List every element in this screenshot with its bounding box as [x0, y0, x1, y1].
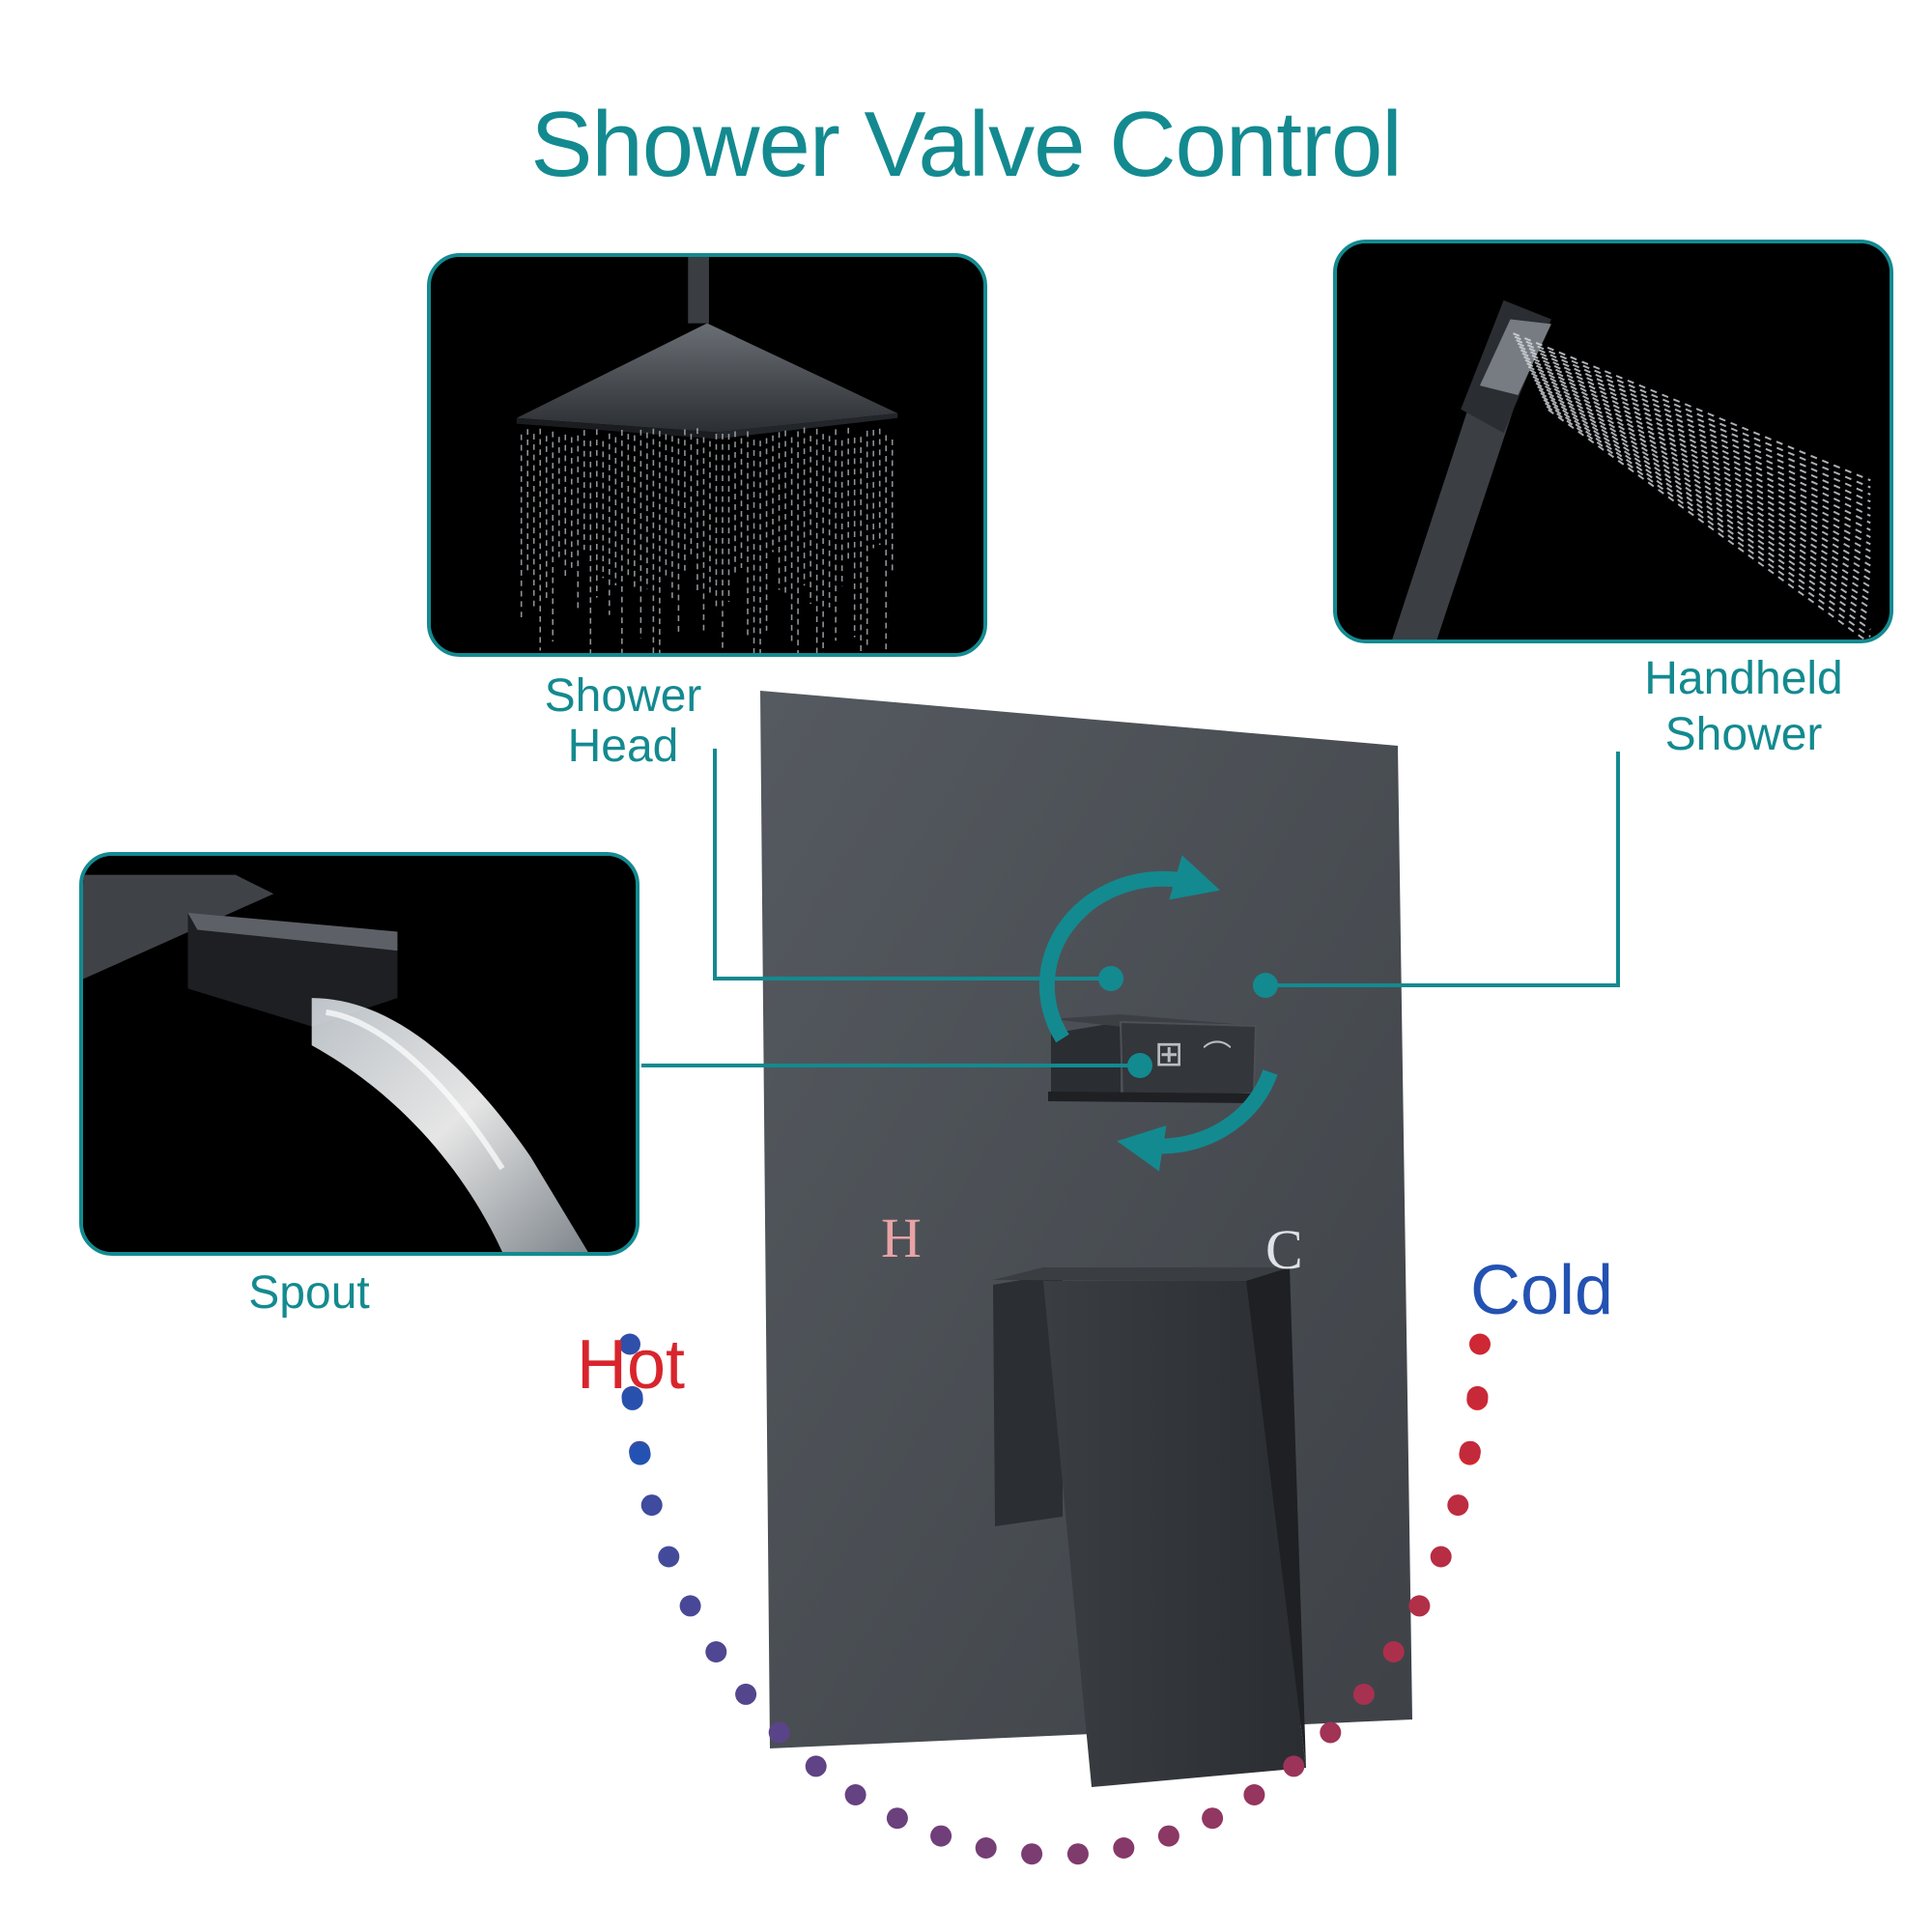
rotate-clockwise-arrow [1038, 855, 1221, 1043]
spray-drop [1534, 379, 1871, 582]
spray-drop [1546, 405, 1871, 638]
temperature-dot [621, 1388, 643, 1410]
temperature-dot [679, 1595, 701, 1617]
spray-drop [1523, 355, 1871, 531]
temperature-dot [768, 1721, 790, 1744]
temperature-dot [1157, 1825, 1179, 1847]
shower-head-port-dot [1098, 966, 1123, 991]
temperature-dot [1469, 1333, 1491, 1355]
rotate-counterclockwise-arrow [1117, 1069, 1278, 1172]
temperature-dot [705, 1641, 727, 1662]
spout-photo [79, 852, 639, 1256]
waterfall-spout-icon [83, 856, 636, 1252]
handheld-shower-label-line2: Shower [1664, 709, 1823, 760]
spray-drop [1541, 395, 1871, 616]
spray-drop [1537, 385, 1871, 595]
handheld-shower-icon [1337, 243, 1889, 639]
temperature-dot [1408, 1595, 1431, 1617]
connector-handheld-shower [1265, 752, 1620, 987]
temperature-dot [1066, 1843, 1089, 1865]
temperature-dot [619, 1333, 640, 1355]
temperature-dot [1283, 1755, 1305, 1777]
temperature-dot [1113, 1837, 1135, 1859]
cold-label: Cold [1470, 1252, 1614, 1329]
spray-drop [1514, 335, 1871, 489]
temperature-dot [1320, 1721, 1342, 1744]
temperature-dot [1430, 1546, 1452, 1568]
temperature-dot [805, 1755, 827, 1777]
mixer-lever-handle [993, 1267, 1306, 1787]
rain-shower-head-icon [431, 257, 983, 653]
spray-drop [1513, 332, 1871, 482]
spray-drop [1524, 358, 1871, 538]
shower-head-knob-icon: ⊞ [1154, 1035, 1183, 1074]
temperature-dot [1243, 1784, 1265, 1805]
temperature-dot [930, 1825, 952, 1847]
connector-shower-head [713, 749, 1111, 980]
spray-drop [1529, 369, 1871, 559]
hot-mark: H [881, 1207, 922, 1269]
spray-drop [1535, 382, 1871, 588]
temperature-dot [844, 1784, 867, 1805]
handheld-knob-icon: ⌒ [1203, 1039, 1232, 1073]
shower-head-label: Shower Head [502, 671, 744, 772]
temperature-dot [1202, 1807, 1224, 1830]
handheld-port-dot [1253, 973, 1278, 998]
temperature-arc [619, 1333, 1491, 1865]
hot-label: Hot [577, 1326, 686, 1404]
temperature-dot [658, 1546, 680, 1568]
temperature-dot [1021, 1843, 1043, 1865]
page-title: Shower Valve Control [530, 93, 1402, 196]
temperature-dot [640, 1494, 663, 1517]
spray-drop [1538, 388, 1871, 603]
temperature-dot [629, 1443, 651, 1465]
spout-label: Spout [248, 1267, 370, 1319]
handheld-shower-photo [1333, 240, 1893, 643]
shower-head-photo [427, 253, 987, 657]
spray-drop [1540, 392, 1871, 610]
spray-drop [1530, 372, 1871, 567]
rain-drops [520, 427, 894, 653]
spray-drops [1513, 332, 1871, 639]
temperature-dot [975, 1837, 997, 1859]
temperature-dot [886, 1807, 908, 1830]
spray-drop [1545, 402, 1871, 631]
spray-drop [1520, 349, 1871, 517]
diverter-knob: ⊞ ⌒ [1048, 1014, 1258, 1103]
spray-drop [1519, 346, 1871, 510]
spray-drop [1517, 342, 1871, 503]
shower-head-label-line2: Head [567, 721, 679, 772]
spray-drop [1532, 375, 1871, 574]
temperature-dot [735, 1683, 757, 1705]
temperature-dot [1459, 1440, 1481, 1463]
temperature-dot [1352, 1683, 1375, 1705]
cold-mark: C [1265, 1218, 1303, 1281]
spray-drop [1521, 352, 1871, 525]
spray-drop [1527, 365, 1871, 553]
shower-head-label-line1: Shower [544, 670, 702, 722]
temperature-dot [1466, 1385, 1489, 1407]
spray-drop [1516, 339, 1871, 496]
handheld-shower-label-line1: Handheld [1644, 653, 1843, 704]
temperature-dot [1447, 1494, 1469, 1517]
spout-port-dot [1127, 1053, 1152, 1078]
handheld-shower-label: Handheld Shower [1623, 651, 1864, 763]
spray-drop [1526, 362, 1871, 546]
temperature-dot [1382, 1641, 1405, 1662]
spray-drop [1543, 399, 1871, 624]
spray-drop [1548, 409, 1866, 639]
